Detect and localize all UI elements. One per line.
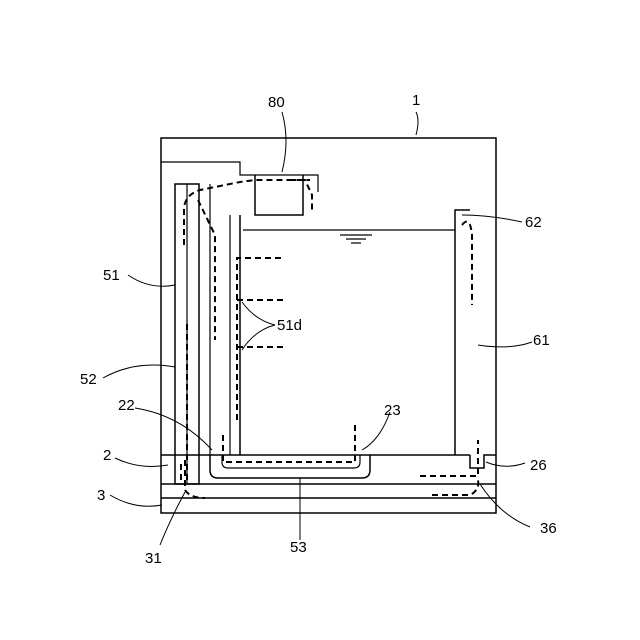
label-62: 62 <box>525 214 542 231</box>
label-26: 26 <box>530 457 547 474</box>
flow-path-module <box>290 180 312 212</box>
leader-62 <box>462 215 522 222</box>
label-2: 2 <box>103 447 111 464</box>
label-36: 36 <box>540 520 557 537</box>
outer-housing <box>161 138 496 513</box>
label-51: 51 <box>103 267 120 284</box>
flow-path-base-right <box>432 480 478 495</box>
leader-52 <box>103 365 175 378</box>
label-52: 52 <box>80 371 97 388</box>
leader-2 <box>115 458 168 466</box>
label-3: 3 <box>97 487 105 504</box>
flow-path-top <box>184 180 310 245</box>
leader-1 <box>416 112 418 135</box>
flow-path-bottom <box>223 425 355 462</box>
label-22: 22 <box>118 397 135 414</box>
label-23: 23 <box>384 402 401 419</box>
label-51d: 51d <box>277 317 302 334</box>
leader-51 <box>128 275 175 286</box>
flow-path-down-left <box>198 200 215 340</box>
leader-51d <box>242 302 275 350</box>
leader-22 <box>135 408 212 450</box>
label-80: 80 <box>268 94 285 111</box>
label-61: 61 <box>533 332 550 349</box>
top-inlet-duct <box>161 162 255 175</box>
partition-61-62 <box>455 210 470 230</box>
notch-26 <box>470 455 496 468</box>
leader-36 <box>480 484 530 527</box>
label-53: 53 <box>290 539 307 556</box>
leader-80 <box>282 112 286 172</box>
label-31: 31 <box>145 550 162 567</box>
leader-31 <box>160 492 185 545</box>
leader-26 <box>486 462 525 466</box>
flow-path-inner <box>237 258 284 420</box>
leader-3 <box>110 495 162 506</box>
leader-61 <box>478 342 532 347</box>
label-1: 1 <box>412 92 420 109</box>
flow-path-right <box>462 222 472 305</box>
channel-53 <box>210 455 370 478</box>
